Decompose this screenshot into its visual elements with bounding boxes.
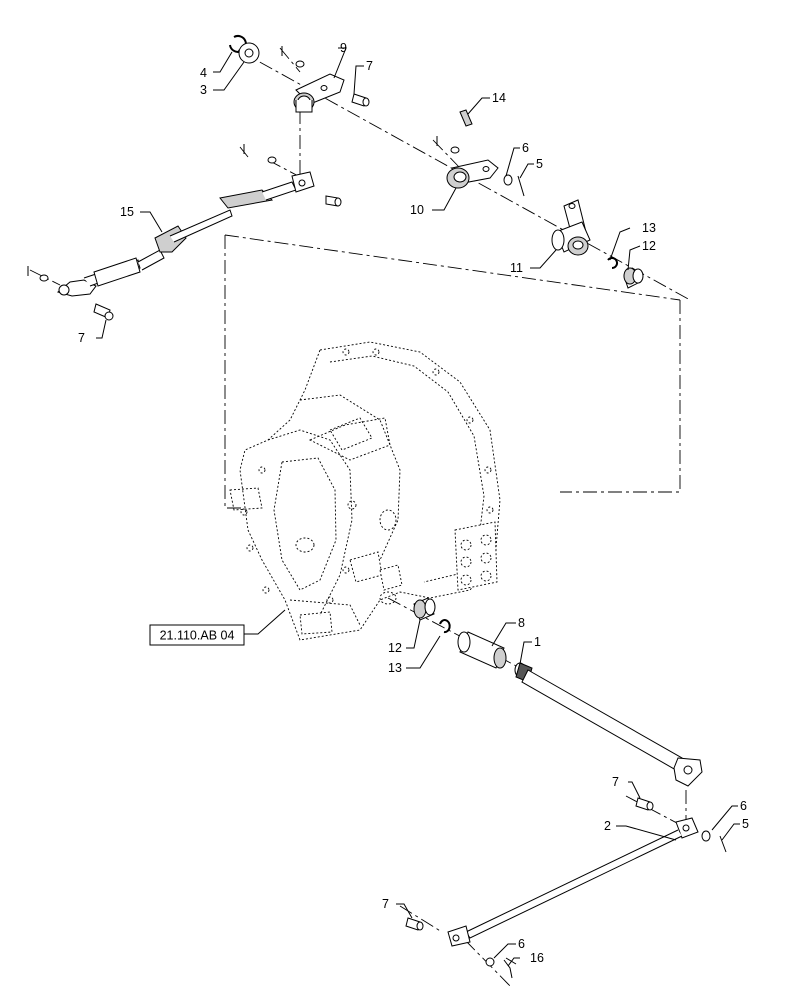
bushing-part-12-lower [413,597,436,621]
clip-rod-left [27,266,49,282]
washer-part-3 [238,42,260,64]
washer-part-6-mid [503,174,513,186]
snap-ring-part-13-lower [439,619,451,634]
callout-6: 6 [518,937,525,951]
callout-7: 7 [612,775,619,789]
callout-2: 2 [604,819,611,833]
callout-9: 9 [340,41,347,55]
callout-4: 4 [200,66,207,80]
lever-part-9 [293,73,345,113]
callout-6: 6 [740,799,747,813]
sleeve-part-8 [457,631,507,669]
pin-part-7-rod-end [325,195,342,207]
washer-part-6-right [701,830,711,842]
washer-part-6-bottom [485,957,495,967]
reference-box[interactable]: 21.110.AB 04 [149,624,245,646]
clip-rod-right [243,144,277,164]
callout-10: 10 [410,203,424,217]
callout-5: 5 [536,157,543,171]
callout-6: 6 [522,141,529,155]
cotter-part-5-right [719,835,727,853]
callout-14: 14 [492,91,506,105]
callout-11: 11 [510,261,523,275]
callout-15: 15 [120,205,134,219]
lever-part-10 [446,159,499,189]
cross-shaft-part-1 [514,662,703,787]
callout-16: 16 [530,951,544,965]
pin-part-7-mid [635,797,654,811]
cotter-pin-mid [436,136,460,154]
callout-3: 3 [200,83,207,97]
linkage-rod-part-15 [56,171,315,297]
cotter-part-5-mid [517,175,525,197]
callout-12: 12 [642,239,656,253]
link-rod-part-2 [447,817,699,947]
snap-ring-part-13-upper [607,257,618,269]
pin-part-7-left [93,303,114,321]
leader-lines [96,47,740,967]
reference-box-label: 21.110.AB 04 [160,629,235,643]
pin-part-7-top [351,93,370,107]
callout-13: 13 [388,661,402,675]
callout-labels: 4 3 9 7 14 6 5 10 11 13 12 15 7 12 13 8 … [78,41,749,965]
pin-part-7-bottom [405,917,424,931]
callout-12: 12 [388,641,402,655]
callout-7: 7 [366,59,373,73]
callout-7: 7 [78,331,85,345]
callout-1: 1 [534,635,541,649]
clip-part-16 [503,957,517,979]
bushing-part-12-upper [623,267,644,289]
roll-pin-part-14 [459,109,473,127]
callout-8: 8 [518,616,525,630]
callout-7: 7 [382,897,389,911]
transmission-housing [229,341,501,641]
cotter-pin-top [281,46,305,68]
callout-5: 5 [742,817,749,831]
lever-part-11 [551,199,591,256]
callout-13: 13 [642,221,656,235]
